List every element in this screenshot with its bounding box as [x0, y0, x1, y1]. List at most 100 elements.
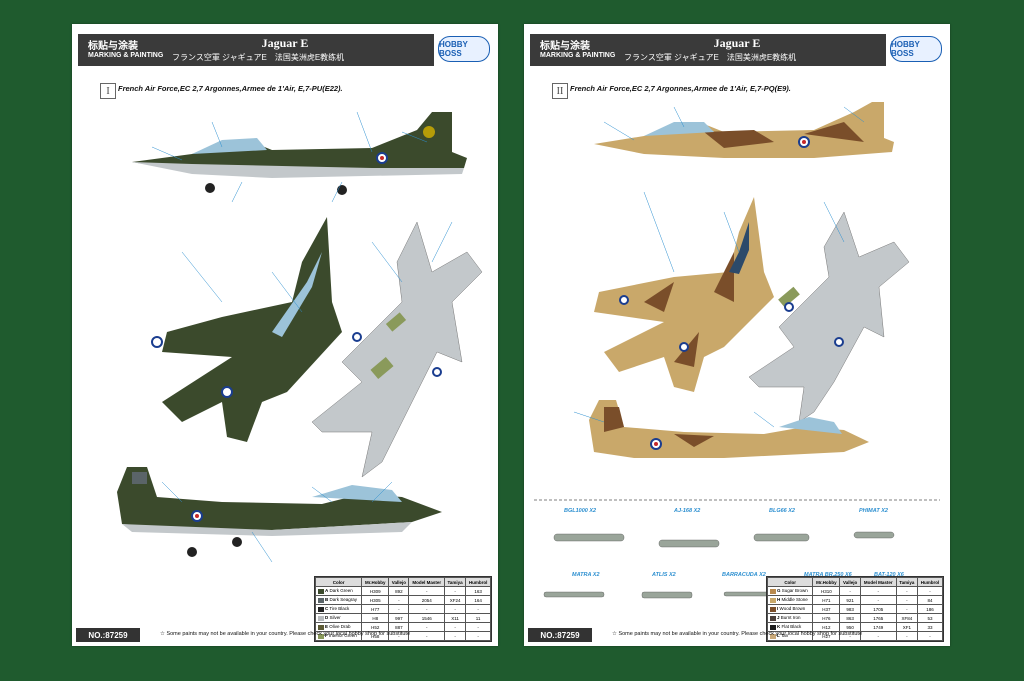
color-swatch	[318, 624, 324, 630]
col-header: Humbrol	[465, 577, 491, 587]
color-name-cell: F Interior Green	[314, 631, 363, 641]
paint-code-cell: X11	[443, 613, 467, 623]
aircraft-bottom-view	[311, 221, 483, 478]
col-header: Vallejo	[839, 577, 861, 587]
instruction-sheet-right: 标贴与涂装 MARKING & PAINTING Jaguar E フランス空軍…	[524, 24, 950, 646]
weapon-label: BARRACUDA X2	[722, 572, 766, 578]
scheme-description: French Air Force,EC 2,7 Argonnes,Armee d…	[570, 84, 791, 93]
paint-code-cell: 863	[839, 613, 861, 623]
header-cn-title: 标贴与涂装	[88, 41, 138, 52]
color-swatch	[318, 588, 324, 594]
paint-code-cell: H76	[812, 613, 841, 623]
paint-note: ☆ Some paints may not be available in yo…	[160, 631, 411, 637]
header-cn-title: 标贴与涂装	[540, 41, 590, 52]
paint-code-cell: -	[388, 604, 410, 614]
color-name: Dark Seagray	[329, 597, 358, 603]
callout-lines	[151, 111, 453, 563]
color-key: I	[777, 606, 779, 612]
weapon-label: MATRA X2	[572, 572, 600, 578]
paint-code-cell: 1546	[408, 613, 445, 623]
aircraft-illustrations	[534, 102, 940, 599]
header-subtitle: フランス空軍 ジャギュアE 法国美洲虎E教练机	[172, 53, 345, 62]
color-key: E	[325, 624, 329, 630]
color-key: B	[325, 597, 329, 603]
paint-code-cell: -	[465, 604, 491, 614]
col-header: Model Master	[859, 577, 897, 587]
paint-code-cell: -	[895, 631, 919, 641]
sheet-footer: NO.:87259 ☆ Some paints may not be avail…	[524, 624, 950, 646]
paint-code-cell: -	[917, 586, 943, 596]
paint-code-cell: 84	[917, 595, 943, 605]
color-name: Wood Brown	[779, 606, 806, 612]
aircraft-side-profile-top	[594, 102, 894, 158]
color-key: H	[777, 597, 781, 603]
col-header: Vallejo	[388, 577, 410, 587]
aircraft-top-view	[151, 217, 342, 442]
hobbyboss-logo: HOBBY BOSS	[438, 36, 490, 62]
paint-code-cell: H37	[812, 604, 841, 614]
color-swatch	[770, 588, 776, 594]
color-swatch	[318, 606, 324, 612]
color-swatch	[318, 597, 324, 603]
paint-code-cell: H309	[361, 586, 390, 596]
color-name: Silver	[329, 615, 341, 621]
paint-code-cell: -	[388, 595, 410, 605]
paint-code-cell: -	[408, 586, 445, 596]
color-swatch	[770, 633, 776, 639]
paint-code-cell: 53	[917, 613, 943, 623]
color-key: K	[777, 624, 781, 630]
paint-code-cell: -	[895, 604, 919, 614]
color-name-cell: L Tan	[766, 631, 814, 641]
instruction-sheet-left: 标贴与涂装 MARKING & PAINTING Jaguar E フランス空軍…	[72, 24, 498, 646]
color-name-cell: C Tire Black	[314, 604, 363, 614]
page-title: Jaguar E	[261, 36, 309, 50]
weapon-label: MATRA BR.250 X6	[804, 572, 852, 578]
col-header: Mr.Hobby	[812, 577, 841, 587]
color-name: Interior Green	[329, 633, 357, 639]
col-header: Mr.Hobby	[361, 577, 390, 587]
paint-code-cell: 164	[465, 595, 491, 605]
sheet-footer: NO.:87259 ☆ Some paints may not be avail…	[72, 624, 498, 646]
aircraft-illustrations	[117, 111, 483, 563]
paint-code-cell: 921	[839, 595, 861, 605]
color-name-cell: I Wood Brown	[766, 604, 814, 614]
paint-code-cell: XF24	[443, 595, 467, 605]
weapon-label: BAT-120 X6	[874, 572, 904, 578]
col-header: Color	[314, 577, 363, 587]
paint-code-cell: 1705	[859, 604, 897, 614]
color-name: Dark Green	[329, 588, 353, 594]
color-name: Tire Black	[329, 606, 350, 612]
aircraft-side-profile-bottom	[117, 467, 442, 557]
color-name-cell: J Burnt Iron	[766, 613, 814, 623]
product-number: NO.:87259	[76, 628, 140, 642]
weapon-label: BGL1000 X2	[564, 508, 597, 514]
paint-code-cell: H71	[812, 595, 841, 605]
weapon-label: PHIMAT X2	[859, 508, 888, 514]
color-swatch	[770, 624, 776, 630]
paint-code-cell: 892	[388, 586, 410, 596]
color-name-cell: D Silver	[314, 613, 363, 623]
paint-code-cell: -	[443, 631, 467, 641]
paint-code-cell: -	[465, 631, 491, 641]
scheme-badge: II	[552, 83, 568, 99]
color-name-cell: A Dark Green	[314, 586, 363, 596]
aircraft-top-view	[594, 197, 774, 392]
scheme-badge: I	[100, 83, 116, 99]
paint-code-cell: -	[859, 595, 897, 605]
paint-code-cell: XF84	[895, 613, 919, 623]
paint-code-cell: -	[443, 586, 467, 596]
paint-code-cell: 186	[917, 604, 943, 614]
color-name: Tan	[780, 633, 789, 639]
color-name-cell: H Middle Stone	[766, 595, 814, 605]
paint-code-cell: 983	[839, 604, 861, 614]
color-name: Sugar Brown	[781, 588, 808, 594]
